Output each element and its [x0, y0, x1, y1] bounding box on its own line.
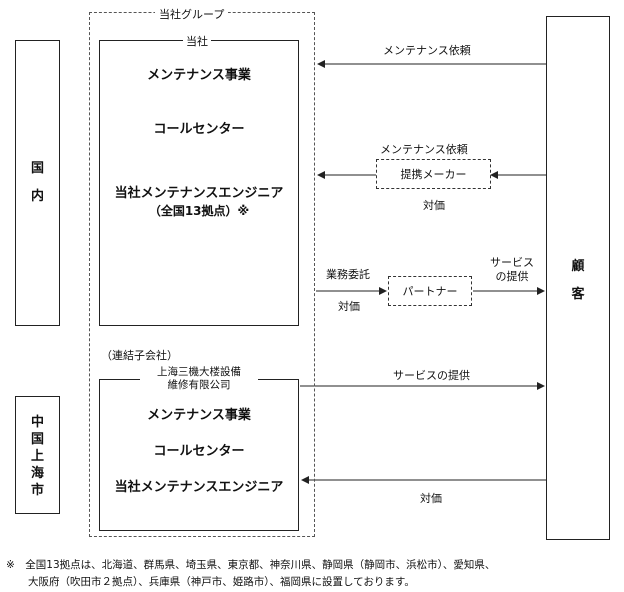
domestic-box	[15, 40, 60, 326]
label-service-1: サービス の提供	[480, 256, 544, 284]
customer-char: 顧	[571, 259, 585, 274]
customer-char: 客	[571, 287, 585, 302]
domestic-char: 内	[30, 189, 44, 204]
subsidiary-name-line: 維修有限公司	[167, 379, 231, 391]
label-service-1-line: サービス	[490, 256, 534, 269]
company-item-engineer: 当社メンテナンスエンジニア	[114, 186, 284, 201]
subsidiary-item-engineer: 当社メンテナンスエンジニア	[114, 480, 284, 495]
subsidiary-note: （連結子会社）	[101, 349, 178, 362]
domestic-char: 国	[30, 161, 44, 176]
partner-box	[388, 276, 472, 306]
label-payment-2: 対価	[338, 300, 360, 313]
label-service-1-line: の提供	[495, 270, 529, 283]
company-label: 当社	[183, 33, 211, 49]
shanghai-box	[15, 396, 60, 514]
label-maint-request-1: メンテナンス依頼	[383, 44, 471, 57]
company-item-maintenance: メンテナンス事業	[147, 68, 251, 83]
shanghai-char: 市	[30, 483, 44, 498]
subsidiary-item-maintenance: メンテナンス事業	[147, 408, 251, 423]
partner-label: パートナー	[402, 285, 458, 298]
customer-box	[546, 16, 610, 540]
label-service-2: サービスの提供	[393, 369, 470, 382]
footnote-line-1: ※ 全国13拠点は、北海道、群馬県、埼玉県、東京都、神奈川県、静岡県（静岡市、浜…	[6, 559, 496, 571]
partner-maker-label: 提携メーカー	[400, 168, 467, 181]
subsidiary-name: 上海三機大楼設備 維修有限公司	[140, 366, 258, 392]
shanghai-char: 上	[30, 449, 44, 464]
company-box	[99, 40, 299, 326]
company-item-callcenter: コールセンター	[153, 122, 245, 137]
footnote-line-2: 大阪府（吹田市２拠点）、兵庫県（神戸市、姫路市）、福岡県に設置しております。	[28, 576, 415, 588]
label-maint-request-2: メンテナンス依頼	[380, 143, 468, 156]
label-outsourcing: 業務委託	[326, 268, 370, 281]
subsidiary-name-line: 上海三機大楼設備	[157, 366, 241, 378]
group-label: 当社グループ	[155, 6, 229, 22]
shanghai-char: 海	[30, 466, 44, 481]
company-item-engineer-sub: （全国13拠点）※	[148, 204, 250, 218]
label-payment-1: 対価	[423, 199, 445, 212]
shanghai-char: 国	[30, 432, 44, 447]
label-payment-3: 対価	[420, 492, 442, 505]
shanghai-char: 中	[30, 415, 44, 430]
customer-label: 顧 客	[546, 258, 610, 304]
partner-maker-box	[376, 159, 491, 189]
domestic-label: 国 内	[15, 160, 60, 206]
subsidiary-item-callcenter: コールセンター	[153, 444, 245, 459]
shanghai-label: 中 国 上 海 市	[15, 414, 60, 499]
